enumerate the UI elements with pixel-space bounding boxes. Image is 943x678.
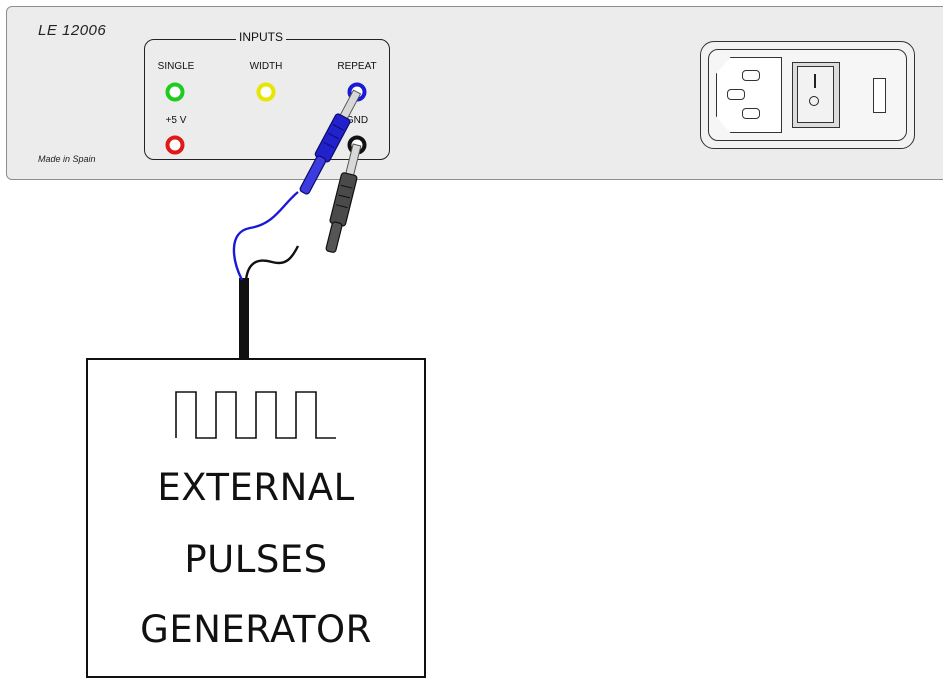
- width-input-jack[interactable]: [256, 82, 276, 102]
- generator-label-line2: PULSES: [184, 538, 328, 581]
- socket-pin-bottom: [742, 108, 760, 119]
- ground-wire: [244, 245, 300, 281]
- jack-label-single: SINGLE: [157, 61, 195, 72]
- generator-label-line3: GENERATOR: [140, 608, 372, 651]
- fuse-holder: [873, 78, 886, 113]
- jack-label-gnd: GND: [345, 115, 369, 126]
- inputs-group-title: INPUTS: [236, 30, 287, 44]
- signal-wire: [232, 191, 299, 281]
- jack-label-repeat: REPEAT: [337, 61, 377, 72]
- connection-drawing: [175, 89, 362, 439]
- jack-label-width: WIDTH: [249, 61, 283, 72]
- single-input-jack[interactable]: [165, 82, 185, 102]
- socket-pin-top: [742, 70, 760, 81]
- pulse-train-icon: [175, 391, 336, 439]
- main-cable: [239, 278, 249, 360]
- made-in-label: Made in Spain: [38, 154, 96, 164]
- power-on-symbol-icon: [814, 74, 816, 88]
- jack-label-5v: +5 V: [165, 115, 187, 126]
- socket-pin-earth: [727, 89, 745, 100]
- 5v-output-jack[interactable]: [165, 135, 185, 155]
- power-off-symbol-icon: [809, 96, 819, 106]
- blue-probe-plug: [299, 89, 362, 195]
- device-model-label: LE 12006: [38, 22, 107, 39]
- black-probe-plug: [325, 143, 362, 253]
- generator-label-line1: EXTERNAL: [157, 466, 355, 509]
